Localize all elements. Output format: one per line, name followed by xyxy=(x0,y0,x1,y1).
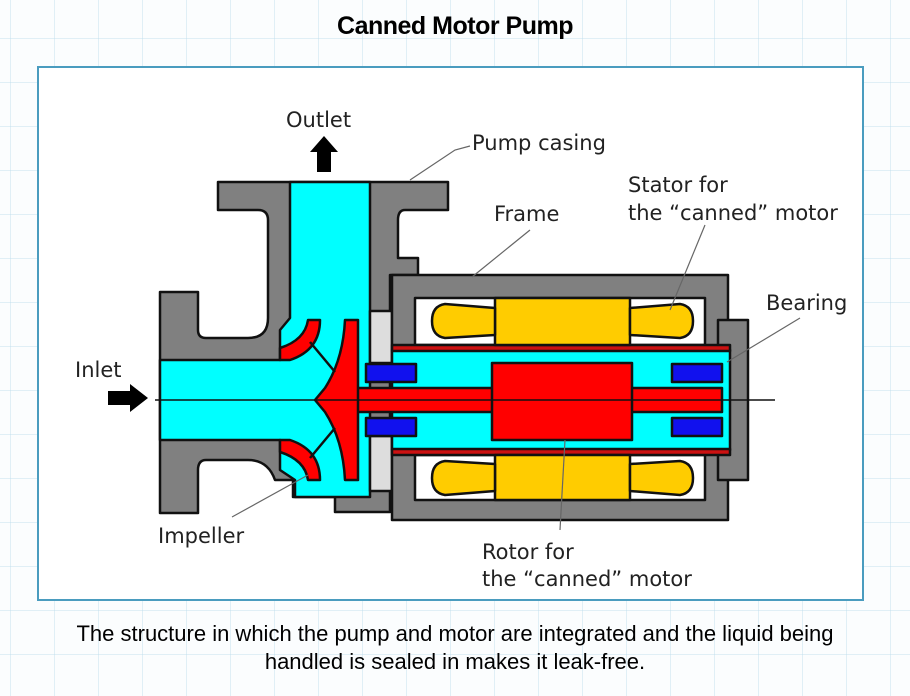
leader-pump-casing xyxy=(409,145,471,181)
bearing-front-bottom xyxy=(364,416,418,438)
leader-impeller xyxy=(231,474,309,518)
bearing-front-top xyxy=(364,362,418,384)
stator-winding-bottom-left xyxy=(430,459,497,497)
leader-bearing xyxy=(726,317,801,363)
outlet-arrow-icon xyxy=(310,136,338,172)
inlet-arrow-icon xyxy=(108,384,148,412)
impeller-blade-bottom xyxy=(309,427,336,459)
pump-diagram: Outlet Inlet Pump casing Frame Stator fo… xyxy=(75,108,847,591)
label-inlet: Inlet xyxy=(75,358,122,382)
seal-top xyxy=(368,309,394,365)
label-stator-line2: the “canned” motor xyxy=(628,201,838,225)
bearing-rear-bottom xyxy=(670,416,724,438)
stator-winding-top-right xyxy=(628,302,695,340)
stator-winding-bottom-right xyxy=(628,459,695,497)
caption-line2: handled is sealed in makes it leak-free. xyxy=(264,649,646,674)
label-outlet: Outlet xyxy=(286,108,351,132)
bearing-rear-top xyxy=(670,362,724,384)
impeller-blade-top xyxy=(309,341,336,373)
leader-rotor xyxy=(559,439,566,531)
impeller-vane-top xyxy=(278,318,322,362)
label-bearing: Bearing xyxy=(766,291,847,315)
label-frame: Frame xyxy=(494,202,559,226)
caption-line1: The structure in which the pump and moto… xyxy=(76,621,834,646)
stator-winding-top-left xyxy=(430,302,497,340)
label-stator-line1: Stator for xyxy=(628,173,728,197)
caption: The structure in which the pump and moto… xyxy=(0,620,910,676)
leader-stator xyxy=(669,224,706,311)
label-impeller: Impeller xyxy=(158,524,244,548)
stator-core-top xyxy=(493,296,632,347)
leader-frame xyxy=(471,229,531,278)
rotor xyxy=(490,361,634,442)
label-rotor-line1: Rotor for xyxy=(482,540,574,564)
page-title: Canned Motor Pump xyxy=(337,12,573,40)
label-pump-casing: Pump casing xyxy=(472,131,606,155)
seal-bottom xyxy=(368,434,394,493)
impeller-vane-bottom xyxy=(278,438,322,482)
diagram-frame: Outlet Inlet Pump casing Frame Stator fo… xyxy=(37,66,864,601)
label-rotor-line2: the “canned” motor xyxy=(482,567,692,591)
